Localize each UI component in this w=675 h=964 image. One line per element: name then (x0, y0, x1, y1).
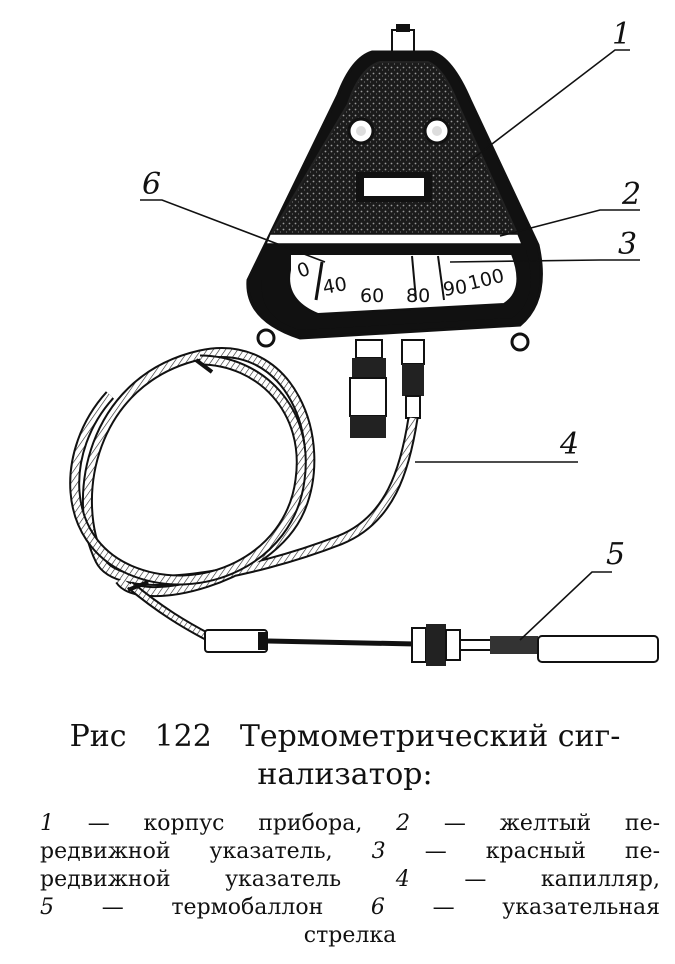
caption-title-line1: Термометрический сиг- (239, 719, 621, 754)
legend-line: стрелка (40, 922, 660, 950)
callout-6: 6 (142, 167, 161, 202)
legend-text: указательная (502, 895, 661, 920)
callout-4: 4 (559, 427, 579, 462)
callout-3: 3 (618, 227, 637, 262)
legend-line: редвижной указатель, 3 — красный пе- (40, 839, 661, 864)
figure-caption-title: Рис 122 Термометрический сиг- нализатор: (30, 718, 660, 794)
legend-line: 5 — термобаллон 6 — указательная (40, 895, 661, 920)
callout-5: 5 (606, 537, 625, 572)
figure-caption-legend: 1 — корпус прибора, 2 — желтый пе- редви… (40, 810, 660, 950)
legend-text: редвижной указатель (40, 867, 342, 892)
legend-num: 5 (40, 895, 54, 920)
connector-fittings (349, 339, 425, 438)
indicator-needle (314, 261, 324, 301)
legend-num: 3 (371, 839, 386, 864)
legend-line: 1 — корпус прибора, 2 — желтый пе- (40, 811, 661, 836)
dial-number: 40 (321, 273, 349, 299)
dial-number: 60 (360, 285, 384, 307)
legend-num: 4 (395, 867, 410, 892)
caption-number: 122 (154, 719, 212, 754)
dial-number: 90 (442, 276, 469, 301)
legend-num: 2 (396, 811, 411, 836)
legend-num: 6 (370, 895, 385, 920)
capillary-coil (69, 347, 419, 642)
yellow-pointer-mark (411, 255, 417, 301)
legend-text: капилляр, (540, 867, 660, 892)
legend-text: редвижной указатель, (40, 839, 333, 864)
callout-1: 1 (612, 17, 631, 52)
caption-prefix: Рис (69, 719, 127, 754)
dial-number: 80 (406, 285, 430, 307)
legend-line: редвижной указатель 4 — капилляр, (40, 867, 660, 892)
dial-scale: 0 40 60 80 90 100 (294, 255, 506, 307)
caption-title-line2: нализатор: (257, 757, 433, 792)
legend-text: термобаллон (171, 895, 324, 920)
legend-text: красный пе- (485, 839, 661, 864)
thermal-bulb-assembly (204, 624, 659, 666)
callout-leaders (140, 49, 640, 641)
legend-text: желтый пе- (499, 811, 661, 836)
callout-2: 2 (621, 177, 641, 212)
thermometer-signaller-illustration: 0 40 60 80 90 100 (69, 17, 659, 666)
red-pointer-mark (437, 255, 445, 301)
legend-text: корпус прибора, (143, 811, 363, 836)
legend-num: 1 (40, 811, 54, 836)
instrument-housing (246, 50, 543, 352)
legend-text: стрелка (303, 923, 397, 948)
